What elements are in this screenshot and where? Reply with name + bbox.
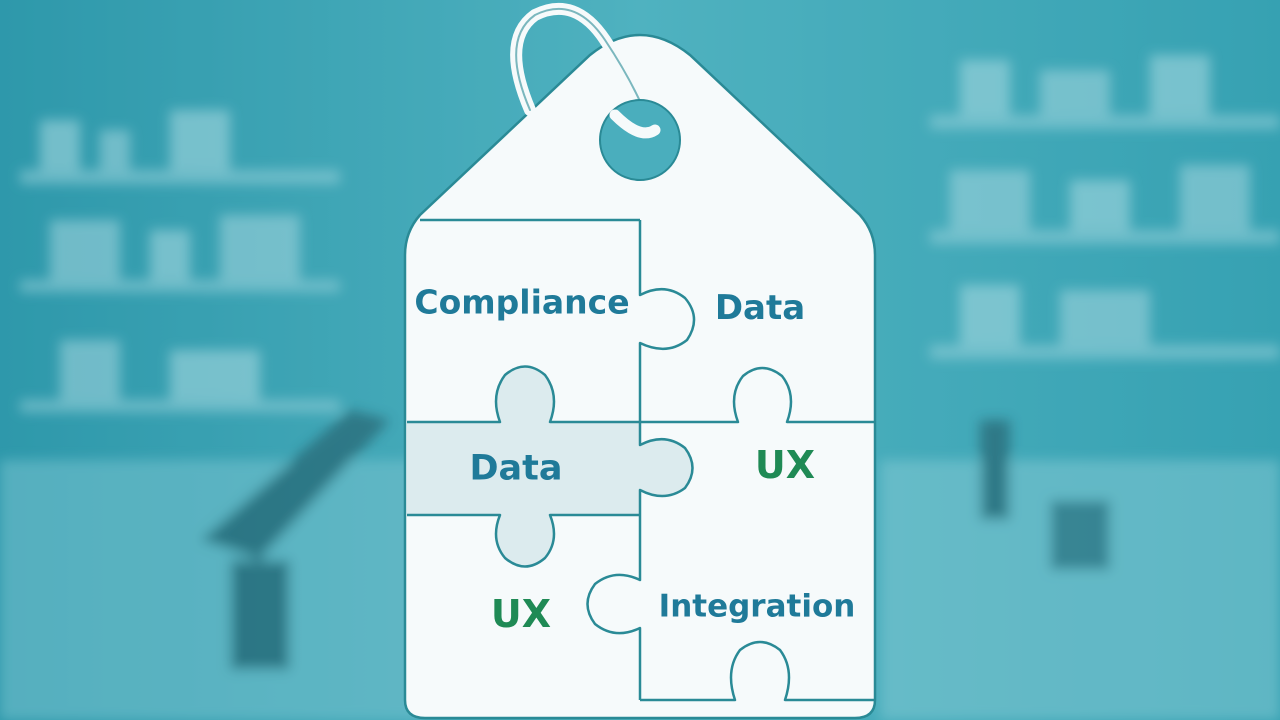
piece-label-ux-middle: UX	[754, 443, 816, 487]
piece-label-compliance: Compliance	[414, 282, 630, 322]
piece-label-data-top: Data	[714, 288, 806, 328]
piece-label-data-middle: Data	[469, 448, 563, 489]
piece-label-integration: Integration	[658, 588, 856, 625]
piece-label-ux-bottom: UX	[490, 592, 552, 636]
puzzle-seams	[407, 218, 875, 702]
highlighted-piece	[407, 366, 693, 567]
